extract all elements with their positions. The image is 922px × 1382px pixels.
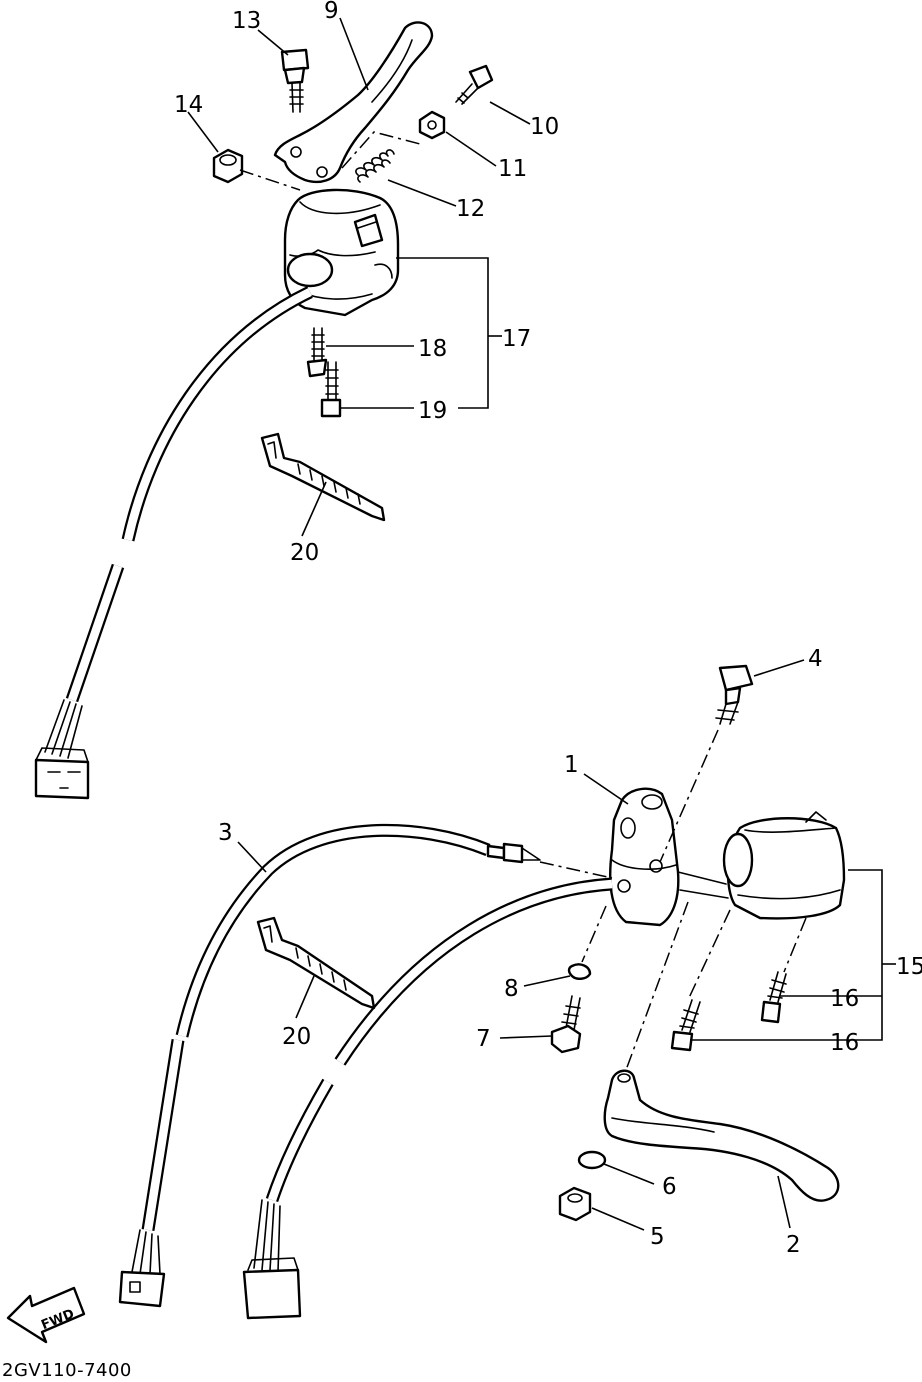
leader-lines — [187, 17, 896, 1231]
switch-cable-upper — [44, 286, 313, 759]
callout-16b: 16 — [830, 1030, 859, 1056]
cable-tie-lower-part-20[interactable] — [256, 916, 376, 1010]
screw-part-19[interactable] — [320, 361, 342, 418]
clip-part-8[interactable] — [567, 963, 592, 980]
washer-part-6[interactable] — [577, 1150, 607, 1170]
screw-part-10[interactable] — [455, 64, 494, 105]
callout-19: 19 — [418, 398, 447, 424]
cable-tie-upper-part-20[interactable] — [260, 432, 386, 522]
diagram-code: 2GV110-7400 — [2, 1360, 132, 1381]
callout-20-upper: 20 — [290, 540, 319, 566]
callout-20-lower: 20 — [282, 1024, 311, 1050]
bracket-part-1[interactable] — [609, 787, 680, 927]
callout-8: 8 — [504, 976, 519, 1002]
switch-cable-lower — [253, 877, 613, 1273]
callout-16a: 16 — [830, 986, 859, 1012]
callout-18: 18 — [418, 336, 447, 362]
alignment-lines-lower — [539, 729, 807, 1071]
screw-part-18[interactable] — [306, 327, 328, 378]
switch-housing-part-15[interactable] — [722, 811, 846, 920]
bracket-to-switch-cable — [677, 871, 729, 899]
callout-12: 12 — [456, 196, 485, 222]
lever-part-2[interactable] — [603, 1069, 840, 1202]
switch-housing-part-17[interactable] — [283, 188, 400, 317]
bolt-part-7[interactable] — [550, 995, 582, 1054]
callout-9: 9 — [324, 0, 339, 24]
connector-lower-left[interactable] — [118, 1270, 166, 1308]
callout-5: 5 — [650, 1224, 665, 1250]
bolt-part-4[interactable] — [715, 664, 754, 725]
callout-10: 10 — [530, 114, 559, 140]
callout-13: 13 — [232, 8, 261, 34]
screw-part-16a[interactable] — [760, 971, 787, 1024]
nut-part-5[interactable] — [558, 1186, 592, 1222]
callout-14: 14 — [174, 92, 203, 118]
screw-part-16b[interactable] — [670, 999, 701, 1052]
callout-1: 1 — [564, 752, 579, 778]
callout-7: 7 — [476, 1026, 491, 1052]
callout-15: 15 — [896, 954, 922, 980]
callout-2: 2 — [786, 1232, 801, 1258]
cable-part-3[interactable] — [141, 823, 541, 1232]
callout-4: 4 — [808, 646, 823, 672]
forward-direction-arrow: FWD — [6, 1286, 86, 1344]
spring-part-12[interactable] — [355, 149, 395, 183]
nut-part-11[interactable] — [418, 110, 446, 140]
cable-3-wires — [131, 1229, 161, 1275]
connector-upper[interactable] — [34, 747, 90, 800]
callout-17: 17 — [502, 326, 531, 352]
connector-lower-right[interactable] — [242, 1257, 302, 1320]
callout-6: 6 — [662, 1174, 677, 1200]
callout-11: 11 — [498, 156, 527, 182]
alignment-lines-upper — [239, 131, 421, 191]
bolt-part-13[interactable] — [280, 48, 310, 113]
nut-part-14[interactable] — [212, 148, 244, 184]
callout-3: 3 — [218, 820, 233, 846]
lever-part-9[interactable] — [273, 21, 434, 184]
